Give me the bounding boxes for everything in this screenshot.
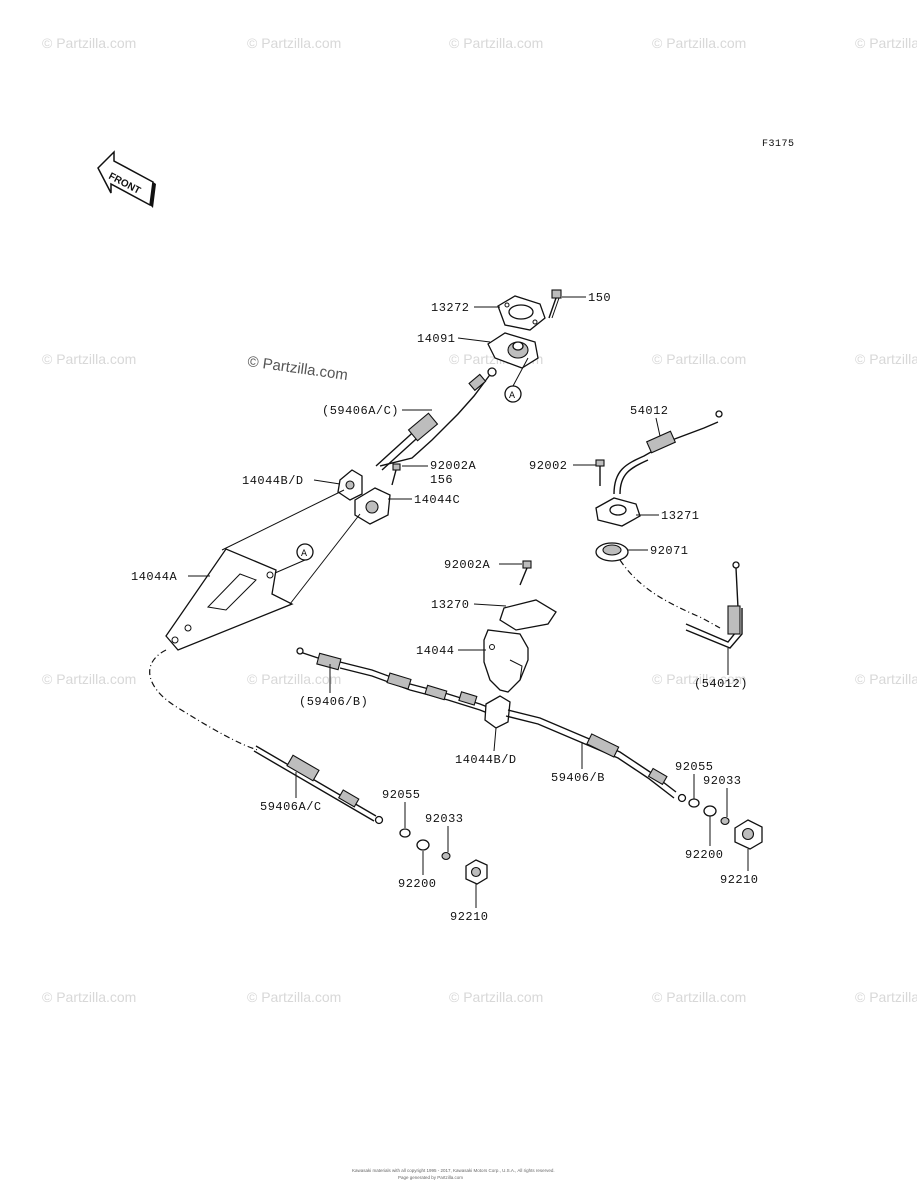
- label-92033-left: 92033: [425, 812, 464, 826]
- watermark: © Partzilla.com: [652, 989, 746, 1005]
- label-92210-right: 92210: [720, 873, 759, 887]
- label-92002: 92002: [529, 459, 568, 473]
- cable-54012: [613, 410, 723, 495]
- watermark: © Partzilla.com: [42, 671, 136, 687]
- label-156: 156: [430, 473, 453, 487]
- o-ring-92055-left: [399, 828, 411, 838]
- label-13272: 13272: [431, 301, 470, 315]
- bolt-92002: [595, 459, 605, 486]
- clamp-14044bd-upper: [337, 469, 363, 501]
- label-59406ac-paren: (59406A/C): [322, 404, 399, 418]
- washer-92200-left: [416, 839, 430, 851]
- leader-line: [512, 357, 529, 387]
- diagram-code: F3175: [762, 139, 795, 150]
- clamp-14044c: [354, 487, 391, 525]
- label-59406ac: 59406A/C: [260, 800, 322, 814]
- label-13270: 13270: [431, 598, 470, 612]
- lock-washer-92033-left: [441, 851, 451, 861]
- bracket-14044a: [165, 548, 294, 651]
- nut-92210-right: [734, 819, 763, 850]
- watermark: © Partzilla.com: [652, 351, 746, 367]
- leader-line: [313, 479, 341, 485]
- watermark: © Partzilla.com: [42, 351, 136, 367]
- cable-59406b: [296, 647, 501, 719]
- grommet-92071: [595, 542, 629, 562]
- ref-marker-a-bracket-label: A: [301, 549, 308, 560]
- cable-route-right: [619, 559, 721, 629]
- label-14044a: 14044A: [131, 570, 178, 584]
- ref-marker-a-top-label: A: [509, 391, 516, 402]
- watermark: © Partzilla.com: [855, 989, 917, 1005]
- label-92200-left: 92200: [398, 877, 437, 891]
- label-54012: 54012: [630, 404, 669, 418]
- label-13271: 13271: [661, 509, 700, 523]
- watermark: © Partzilla.com: [855, 351, 917, 367]
- label-92071: 92071: [650, 544, 689, 558]
- watermark-grid: © Partzilla.com © Partzilla.com © Partzi…: [42, 35, 917, 1005]
- watermark: © Partzilla.com: [855, 671, 917, 687]
- cable-59406b-right: [505, 709, 687, 803]
- watermark: © Partzilla.com: [652, 35, 746, 51]
- cable-59406ac-lower: [253, 745, 384, 825]
- cable-54012-lower: [685, 561, 743, 649]
- o-ring-92055-right: [688, 798, 700, 808]
- label-54012-paren: (54012): [694, 677, 748, 691]
- washer-92200-right: [703, 805, 717, 817]
- watermark: © Partzilla.com: [42, 989, 136, 1005]
- watermark: © Partzilla.com: [855, 35, 917, 51]
- bracket-14044: [483, 629, 529, 693]
- label-92210-left: 92210: [450, 910, 489, 924]
- mount-plate-13272: [497, 295, 546, 331]
- watermark-main: © Partzilla.com: [246, 353, 348, 384]
- label-92055-right: 92055: [675, 760, 714, 774]
- label-59406b-paren: (59406/B): [299, 695, 368, 709]
- watermark: © Partzilla.com: [247, 35, 341, 51]
- lock-washer-92033-right: [720, 816, 730, 826]
- watermark: © Partzilla.com: [247, 989, 341, 1005]
- label-92002a-top: 92002A: [430, 459, 477, 473]
- label-92002a-mid: 92002A: [444, 558, 491, 572]
- copyright-text: Kawasaki materials with all copyright 19…: [352, 1168, 555, 1173]
- label-59406b: 59406/B: [551, 771, 605, 785]
- label-150: 150: [588, 291, 611, 305]
- label-14044: 14044: [416, 644, 455, 658]
- label-14044bd-bottom: 14044B/D: [455, 753, 517, 767]
- copyright-text-2: Page generated by Partzilla.com: [398, 1175, 463, 1180]
- bolt-92002a-upper: [391, 463, 401, 486]
- bracket-14091: [487, 332, 539, 369]
- leader-line: [289, 513, 361, 605]
- watermark: © Partzilla.com: [652, 671, 746, 687]
- bolt-150: [548, 289, 562, 319]
- cable-59406ac-upper: [375, 367, 497, 471]
- leader-line: [655, 417, 661, 437]
- leader-line: [473, 603, 507, 607]
- leader-line: [221, 489, 345, 551]
- label-92033-right: 92033: [703, 774, 742, 788]
- label-92200-right: 92200: [685, 848, 724, 862]
- watermark: © Partzilla.com: [449, 35, 543, 51]
- leader-line: [274, 559, 306, 574]
- nut-92210-left: [465, 859, 488, 885]
- clamp-14044bd-lower: [484, 695, 511, 729]
- leader-line: [493, 727, 497, 752]
- plate-13271: [595, 497, 641, 527]
- bolt-92002a-mid: [519, 560, 532, 586]
- label-14044c: 14044C: [414, 493, 460, 507]
- watermark: © Partzilla.com: [247, 671, 341, 687]
- label-14091: 14091: [417, 332, 456, 346]
- watermark: © Partzilla.com: [449, 989, 543, 1005]
- label-14044bd-top: 14044B/D: [242, 474, 304, 488]
- watermark: © Partzilla.com: [42, 35, 136, 51]
- cable-route-left: [149, 649, 259, 751]
- front-arrow-icon: FRONT: [97, 150, 156, 208]
- label-92055-left: 92055: [382, 788, 421, 802]
- cover-13270: [499, 599, 557, 631]
- leader-line: [457, 337, 491, 343]
